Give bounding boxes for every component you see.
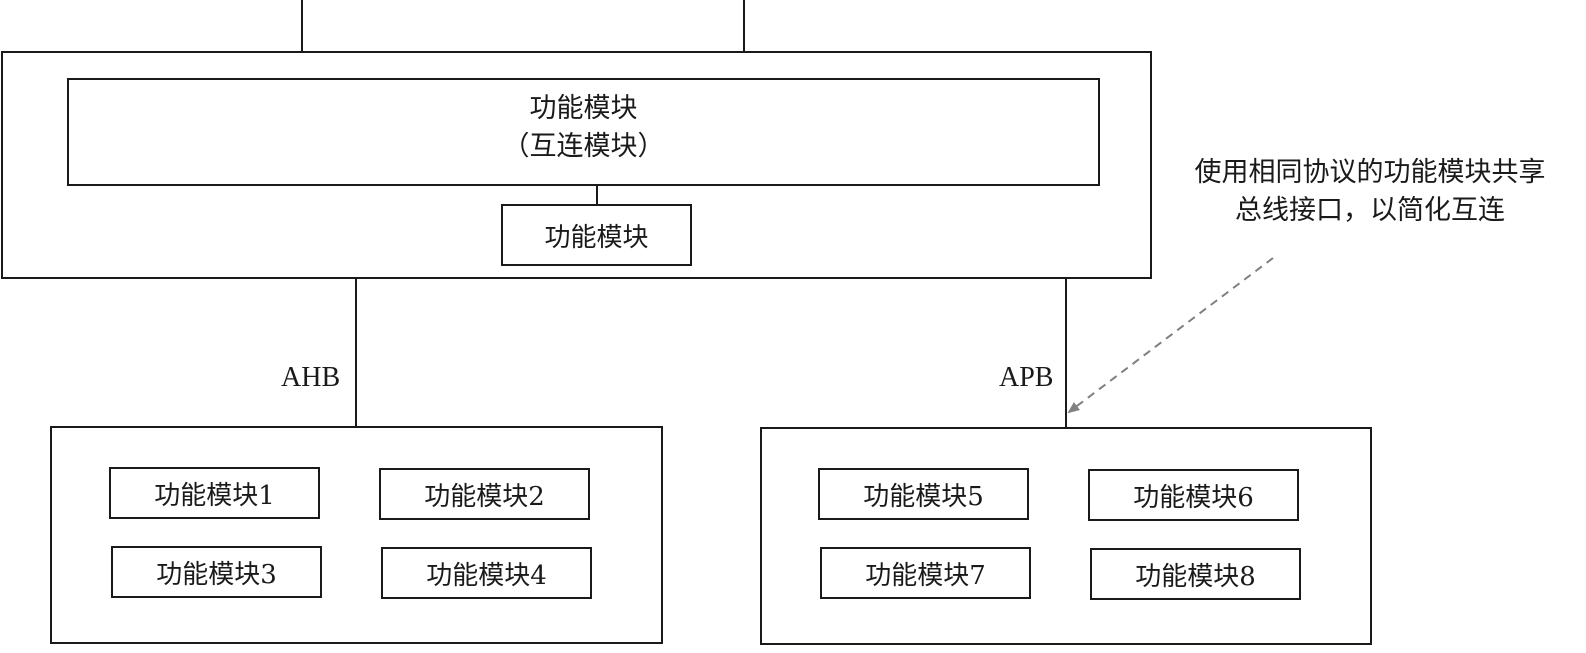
ahb-bus-line	[355, 279, 357, 427]
ahb-module-3-label: 功能模块3	[156, 559, 277, 590]
ahb-group-container	[50, 426, 663, 644]
ahb-module-1: 功能模块1	[109, 467, 320, 519]
top-connector-right	[743, 0, 745, 52]
annotation-text: 使用相同协议的功能模块共享 总线接口，以简化互连	[1160, 154, 1580, 230]
apb-module-6: 功能模块6	[1088, 469, 1299, 521]
annotation-line2: 总线接口，以简化互连	[1235, 195, 1505, 226]
ahb-module-2: 功能模块2	[379, 468, 590, 520]
top-connector-left	[301, 0, 303, 52]
apb-module-5-label: 功能模块5	[863, 481, 984, 512]
apb-module-8-label: 功能模块8	[1135, 561, 1256, 592]
ahb-module-4-label: 功能模块4	[426, 560, 547, 591]
apb-bus-line	[1065, 279, 1067, 427]
apb-group-container	[760, 427, 1372, 645]
apb-module-7-label: 功能模块7	[865, 560, 986, 591]
apb-module-5: 功能模块5	[818, 468, 1029, 520]
interconnect-module-line1: 功能模块	[529, 93, 638, 124]
sub-module: 功能模块	[501, 204, 692, 266]
annotation-line1: 使用相同协议的功能模块共享	[1194, 157, 1546, 188]
ahb-module-2-label: 功能模块2	[424, 481, 545, 512]
ahb-module-3: 功能模块3	[111, 546, 322, 598]
ahb-module-4: 功能模块4	[381, 547, 592, 599]
apb-module-6-label: 功能模块6	[1133, 482, 1254, 513]
apb-module-7: 功能模块7	[820, 547, 1031, 599]
apb-module-8: 功能模块8	[1090, 548, 1301, 600]
interconnect-module-line2: （互连模块）	[502, 131, 665, 162]
ahb-module-1-label: 功能模块1	[154, 480, 275, 511]
interconnect-module-text: 功能模块 （互连模块）	[69, 90, 1098, 166]
ahb-label: AHB	[281, 362, 341, 393]
interconnect-link	[596, 185, 598, 205]
annotation-arrow	[1067, 257, 1274, 414]
apb-label: APB	[999, 362, 1054, 393]
interconnect-module: 功能模块 （互连模块）	[67, 78, 1100, 186]
sub-module-label: 功能模块	[544, 222, 649, 253]
